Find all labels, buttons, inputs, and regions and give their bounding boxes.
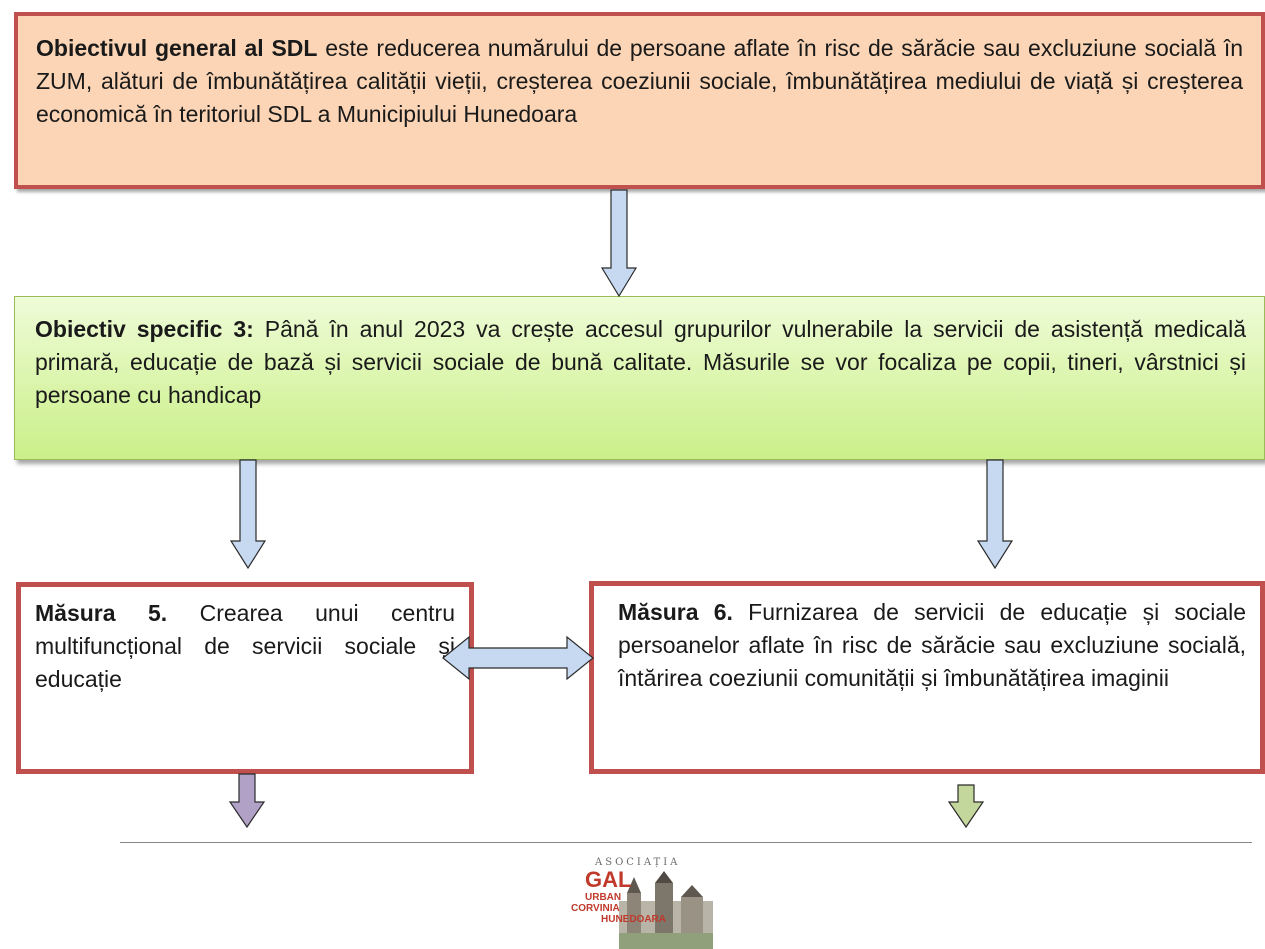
arrow-measure-6-down [947,784,985,829]
logo-association-text: ASOCIAȚIA [595,857,681,868]
arrow-goal-to-specific [600,189,638,298]
specific-objective-text: Până în anul 2023 va crește accesul grup… [35,316,1246,408]
general-objective-box: Obiectivul general al SDL este reducerea… [14,12,1265,189]
measure-6-box: Măsura 6. Furnizarea de servicii de educ… [589,581,1265,774]
arrow-measure-5-to-measure-6 [442,635,594,681]
general-objective-text: este reducerea numărului de persoane afl… [36,35,1244,127]
specific-objective-title: Obiectiv specific 3: [35,316,254,342]
measure-6-text: Furnizarea de servicii de educație și so… [618,599,1246,691]
arrow-measure-5-down [228,773,266,829]
measure-5-box: Măsura 5. Crearea unui centru multifuncț… [16,582,474,774]
measure-5-text: Crearea unui centru multifuncțional de s… [35,600,455,692]
general-objective-title: Obiectivul general al SDL [36,35,318,61]
logo-gal-text: GAL [585,867,632,892]
footer-divider [120,842,1252,843]
specific-objective-box: Obiectiv specific 3: Până în anul 2023 v… [14,296,1265,460]
castle-icon [619,871,713,949]
logo-corvinia-text: CORVINIA [571,903,620,914]
measure-6-title: Măsura 6. [618,599,733,625]
gal-urban-corvinia-logo: ASOCIAȚIA GAL URBAN CORVINIA HUNEDOARA [561,857,721,949]
arrow-specific-to-measure-6 [976,459,1014,570]
logo-hunedoara-text: HUNEDOARA [601,914,666,925]
arrow-specific-to-measure-5 [229,459,267,570]
measure-5-title: Măsura 5. [35,600,168,626]
logo-urban-text: URBAN [585,892,622,903]
